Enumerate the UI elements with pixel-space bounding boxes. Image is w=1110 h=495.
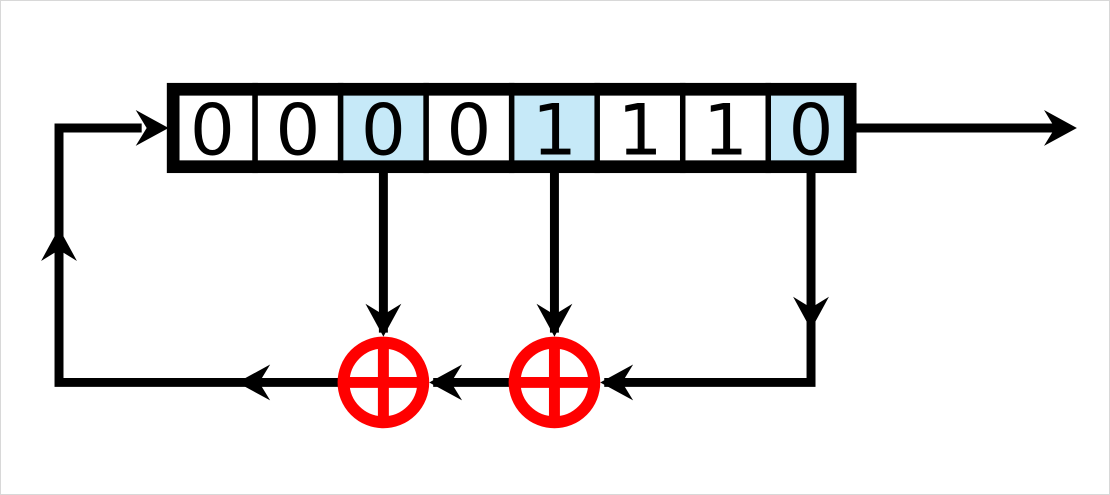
register-input-arrowhead-icon bbox=[135, 110, 169, 146]
tap-arrowhead-icon bbox=[365, 303, 402, 337]
xor-input-arrowhead-icon bbox=[429, 364, 463, 401]
register-cell bbox=[765, 82, 857, 174]
register-cell-value: 1 bbox=[532, 88, 577, 171]
register-cell-value: 1 bbox=[703, 88, 748, 171]
register-cell-value: 0 bbox=[789, 88, 834, 171]
right-feedback-arrowhead-icon bbox=[793, 296, 829, 330]
register-cell-value: 0 bbox=[190, 88, 235, 171]
register-cell-value: 0 bbox=[361, 88, 406, 171]
output-arrowhead-icon bbox=[1044, 110, 1077, 146]
register-outline bbox=[169, 85, 854, 171]
register-cell-value: 0 bbox=[446, 88, 491, 171]
right-feedback-path bbox=[604, 168, 816, 387]
feedback-up-arrowhead-icon bbox=[41, 228, 77, 261]
feedback-path bbox=[54, 123, 340, 387]
xor-input-arrowhead-icon bbox=[600, 364, 634, 401]
register-cell-value: 1 bbox=[617, 88, 662, 171]
register-cell-value: 0 bbox=[275, 88, 320, 171]
tap-arrowhead-icon bbox=[536, 303, 573, 337]
feedback-left-arrowhead-icon bbox=[237, 364, 271, 401]
